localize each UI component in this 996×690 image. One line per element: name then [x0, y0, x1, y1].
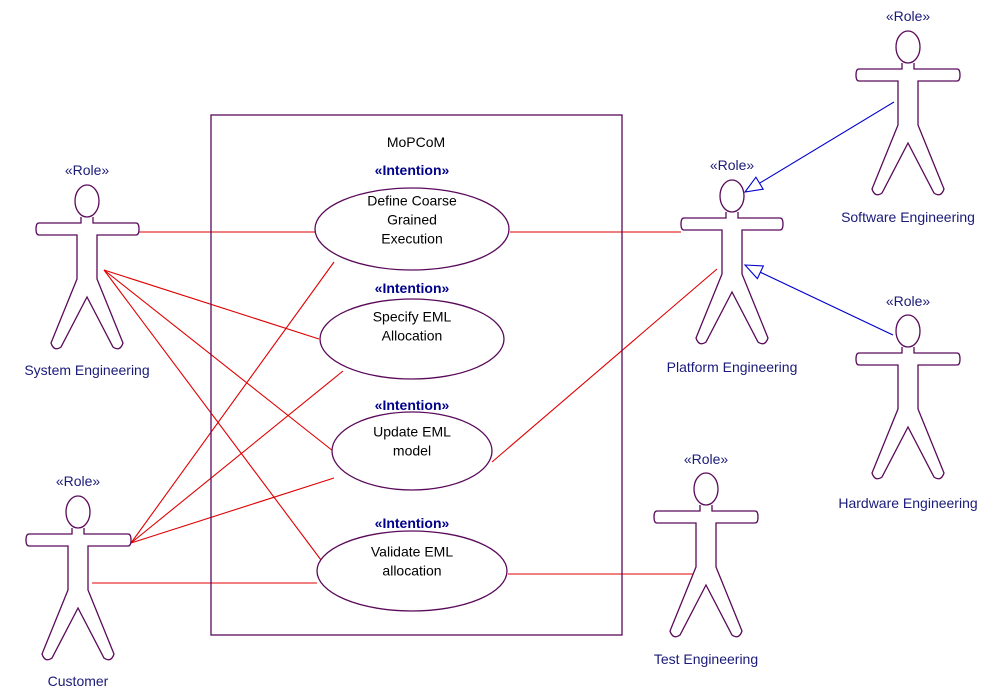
connectors-layer [92, 101, 895, 584]
use-case-stereotype: «Intention» [375, 162, 450, 178]
association-customer-specify-eml [130, 370, 344, 544]
actor-name: Hardware Engineering [838, 495, 977, 511]
use-case-label-line: Grained [387, 212, 437, 228]
actor-stereotype: «Role» [886, 8, 931, 24]
actor-figure [680, 179, 784, 345]
actor-name: Test Engineering [654, 651, 758, 667]
generalization-arrowhead [743, 264, 765, 280]
actor-head [719, 179, 745, 213]
use-case-ellipse [316, 530, 508, 612]
actor-body [855, 63, 961, 196]
use-case-label-line: Execution [381, 231, 442, 247]
actor-name: Software Engineering [841, 209, 975, 225]
system-boundary [210, 114, 623, 636]
actor-body [25, 528, 132, 661]
actor-body [653, 505, 759, 638]
actor-stereotype: «Role» [710, 157, 755, 173]
actor-stereotype: «Role» [684, 451, 729, 467]
actor-head [65, 495, 91, 529]
association-customer-define-coarse [130, 261, 335, 544]
actor-head [74, 184, 100, 218]
association-system-engineering-validate-eml [103, 269, 322, 561]
actor-head [895, 314, 921, 348]
actor-name: Platform Engineering [667, 359, 798, 375]
use-case-label-line: model [393, 443, 431, 459]
actor-name: Customer [48, 673, 109, 689]
use-case-label-line: Specify EML [373, 309, 452, 325]
use-case-ellipse [319, 298, 505, 380]
use-case-stereotype: «Intention» [375, 397, 450, 413]
actor-figure [653, 472, 759, 638]
use-cases-layer: «Intention» Define CoarseGrainedExecution… [314, 162, 510, 612]
actor-figure [855, 314, 961, 480]
use-case-label-line: Update EML [373, 424, 451, 440]
actor-platform-engineering[interactable]: «Role» Platform Engineering [667, 157, 798, 375]
actor-figure [25, 495, 132, 661]
actor-body [680, 212, 784, 345]
actor-figure [35, 184, 140, 350]
actor-head [693, 472, 719, 506]
use-case-label-line: Allocation [382, 328, 443, 344]
generalization-arrowhead [743, 176, 765, 193]
association-platform-engineering-update-eml [491, 268, 718, 463]
generalization-software-engineering [759, 101, 895, 184]
use-case-stereotype: «Intention» [375, 280, 450, 296]
actor-system-engineering[interactable]: «Role» System Engineering [24, 162, 149, 378]
actor-stereotype: «Role» [886, 293, 931, 309]
actor-name: System Engineering [24, 362, 149, 378]
actor-customer[interactable]: «Role» Customer [25, 473, 132, 689]
use-case-label-line: allocation [382, 563, 441, 579]
actor-test-engineering[interactable]: «Role» Test Engineering [653, 451, 759, 667]
association-system-engineering-update-eml [103, 269, 334, 452]
system-name: MoPCoM [387, 134, 445, 150]
actors-layer: «Role»System Engineering«Role»Customer«R… [24, 8, 977, 689]
association-customer-update-eml [130, 477, 335, 544]
actor-body [35, 217, 140, 350]
use-case-stereotype: «Intention» [375, 515, 450, 531]
actor-stereotype: «Role» [65, 162, 110, 178]
generalization-hardware-engineering [760, 271, 894, 336]
use-case-validate-eml[interactable]: «Intention» Validate EML allocation [316, 515, 508, 612]
use-case-label-line: Define Coarse [367, 193, 457, 209]
actor-head [895, 30, 921, 64]
actor-software-engineering[interactable]: «Role» Software Engineering [841, 8, 975, 225]
actor-body [855, 347, 961, 480]
use-case-ellipse [331, 411, 493, 491]
use-case-ellipse [314, 187, 510, 271]
actor-stereotype: «Role» [56, 473, 101, 489]
actor-figure [855, 30, 961, 196]
use-case-label-line: Validate EML [371, 544, 453, 560]
use-case-update-eml[interactable]: «Intention» Update EML model [331, 397, 493, 491]
use-case-specify-eml[interactable]: «Intention» Specify EML Allocation [319, 280, 505, 380]
actor-hardware-engineering[interactable]: «Role» Hardware Engineering [838, 293, 977, 511]
